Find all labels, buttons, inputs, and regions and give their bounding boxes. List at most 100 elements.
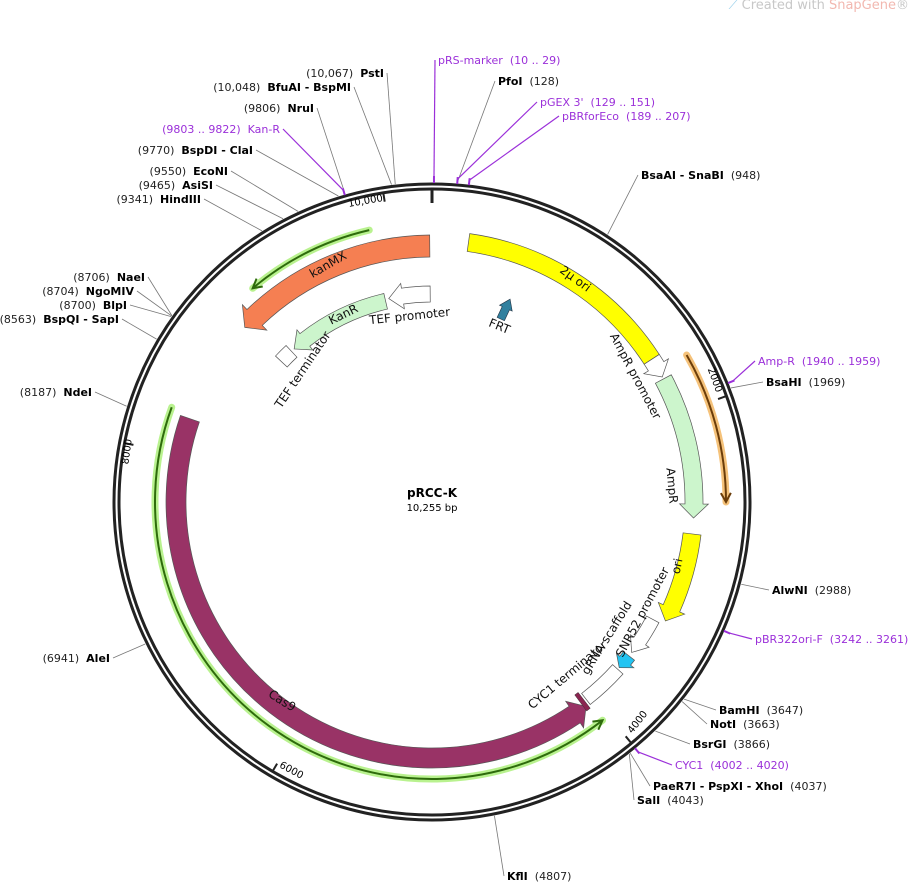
snapgene-leaf-icon: ⟋ <box>728 0 738 13</box>
feature-label: AmpR <box>663 467 680 504</box>
site-bsaai-snabi[interactable]: BsaAI - SnaBI(948) <box>607 169 761 235</box>
site-asisi[interactable]: (9465)AsiSI <box>139 179 284 220</box>
primer-pgex-3-[interactable]: pGEX 3'(129 .. 151) <box>456 96 655 185</box>
label-part: (1969) <box>809 376 846 389</box>
primer-cyc1[interactable]: CYC1(4002 .. 4020) <box>634 747 789 772</box>
label-part: (1940 .. 1959) <box>802 355 881 368</box>
primer-kan-r[interactable]: (9803 .. 9822)Kan-R <box>162 123 346 196</box>
label-part: (8706) <box>73 271 110 284</box>
site-naei[interactable]: (8706)NaeI <box>73 271 173 316</box>
primer-pbrforeco[interactable]: pBRforEco(189 .. 207) <box>467 110 691 186</box>
feature-kanr[interactable] <box>293 293 388 351</box>
site-bsahi[interactable]: BsaHI (1969) <box>730 376 846 389</box>
site-blpi[interactable]: (8700)BlpI <box>59 299 172 317</box>
svg-text:(9806)NruI: (9806)NruI <box>244 102 314 115</box>
feature-grna-scaffold[interactable] <box>616 651 636 669</box>
feature-ori[interactable] <box>657 532 702 622</box>
svg-text:(10,067)PstI: (10,067)PstI <box>306 67 384 80</box>
feature-tef-promoter[interactable] <box>388 282 431 310</box>
site-ngomiv[interactable]: (8704)NgoMIV <box>42 285 172 317</box>
label-part: (8563) <box>0 313 36 326</box>
label-part: (3242 .. 3261) <box>830 633 909 646</box>
ruler-tick <box>125 442 134 446</box>
primer-amp-r[interactable]: Amp-R (1940 .. 1959) <box>727 355 881 384</box>
svg-text:(9341)HindIII: (9341)HindIII <box>116 193 201 206</box>
leader-line <box>353 86 392 185</box>
primer-prs-marker[interactable]: pRS-marker(10 .. 29) <box>432 54 560 184</box>
site-econi[interactable]: (9550)EcoNI <box>150 165 299 212</box>
svg-text:PaeR7I - PspXI - XhoI(4037): PaeR7I - PspXI - XhoI(4037) <box>653 780 827 793</box>
label-part: (8187) <box>20 386 57 399</box>
site-bfuai-bspmi[interactable]: (10,048)BfuAI - BspMI <box>213 81 392 185</box>
site-kfli[interactable]: KflI(4807) <box>494 815 571 883</box>
feature-frt[interactable] <box>494 296 516 322</box>
site-sali[interactable]: SalI(4043) <box>628 753 704 807</box>
label-part: pBRforEco <box>562 110 619 123</box>
site-alwni[interactable]: AlwNI(2988) <box>741 583 851 597</box>
ruler-tick-label: 10,000 <box>347 193 383 210</box>
site-noti[interactable]: NotI (3663) <box>681 701 780 731</box>
leader-line <box>637 751 673 766</box>
label-part: NdeI <box>63 386 92 399</box>
leader-line <box>728 632 753 640</box>
feature-kanmx[interactable] <box>241 234 431 331</box>
site-paer7i-pspxi-xhoi[interactable]: PaeR7I - PspXI - XhoI(4037) <box>629 752 827 793</box>
leader-line <box>386 72 396 185</box>
feature-tef-terminator[interactable] <box>274 344 298 368</box>
label-part: PfoI <box>498 75 523 88</box>
site-alei[interactable]: (6941)AleI <box>43 643 146 665</box>
leader-line <box>655 730 691 745</box>
leader-line <box>215 184 284 220</box>
label-part: BsaHI <box>766 376 802 389</box>
leader-line <box>282 128 344 191</box>
label-part: (3663) <box>743 718 780 731</box>
site-bamhi[interactable]: BamHI(3647) <box>683 698 803 717</box>
label-part: BamHI <box>719 704 760 717</box>
label-part: HindIII <box>160 193 201 206</box>
ruler-tick <box>624 735 632 744</box>
leader-line <box>203 198 263 232</box>
svg-text:pRS-marker(10 .. 29): pRS-marker(10 .. 29) <box>438 54 560 67</box>
label-part: (10,067) <box>306 67 353 80</box>
ruler-tick <box>272 763 278 771</box>
site-pfoi[interactable]: PfoI(128) <box>456 75 559 184</box>
leader-line <box>136 290 172 317</box>
label-part: (9465) <box>139 179 176 192</box>
site-ndei[interactable]: (8187) NdeI <box>20 386 127 407</box>
label-part: pRS-marker <box>438 54 503 67</box>
leader-line <box>94 391 127 407</box>
svg-text:SalI(4043): SalI(4043) <box>637 794 704 807</box>
feature-cyc1-terminator[interactable] <box>574 692 591 712</box>
feature-ampr[interactable] <box>654 374 710 519</box>
feature-label: FRT <box>487 316 513 337</box>
label-part: Amp-R <box>758 355 795 368</box>
primer-pbr322ori-f[interactable]: pBR322ori-F(3242 .. 3261) <box>723 629 909 646</box>
label-part: (4002 .. 4020) <box>710 759 789 772</box>
site-bspqi-sapi[interactable]: (8563)BspQI - SapI <box>0 313 157 340</box>
leader-line <box>681 701 708 725</box>
site-bsrgi[interactable]: BsrGI(3866) <box>655 730 770 751</box>
site-hindiii[interactable]: (9341)HindIII <box>116 193 263 232</box>
label-part: (4037) <box>790 780 827 793</box>
feature-unlabeled-box[interactable] <box>581 664 624 706</box>
label-part: EcoNI <box>193 165 228 178</box>
feature-snr52-promoter[interactable] <box>630 615 660 653</box>
leader-line <box>121 318 157 340</box>
plasmid-length: 10,255 bp <box>407 503 458 514</box>
site-nrui[interactable]: (9806)NruI <box>244 102 346 195</box>
label-part: NotI <box>710 718 736 731</box>
svg-text:(8700)BlpI: (8700)BlpI <box>59 299 127 312</box>
svg-text:pBRforEco(189 .. 207): pBRforEco(189 .. 207) <box>562 110 691 123</box>
leader-line <box>732 360 756 382</box>
feature-ampr-promoter[interactable] <box>642 353 670 378</box>
label-part: AlwNI <box>772 584 808 597</box>
site-psti[interactable]: (10,067)PstI <box>306 67 396 185</box>
ruler-tick <box>717 395 726 401</box>
feature-cas9[interactable] <box>165 414 587 769</box>
primer-mark <box>467 178 471 186</box>
leader-line <box>456 80 496 184</box>
svg-text:KflI(4807): KflI(4807) <box>507 870 571 883</box>
site-bspdi-clai[interactable]: (9770)BspDI - ClaI <box>138 144 339 197</box>
svg-text:(10,048)BfuAI - BspMI: (10,048)BfuAI - BspMI <box>213 81 351 94</box>
leader-line <box>230 170 299 212</box>
